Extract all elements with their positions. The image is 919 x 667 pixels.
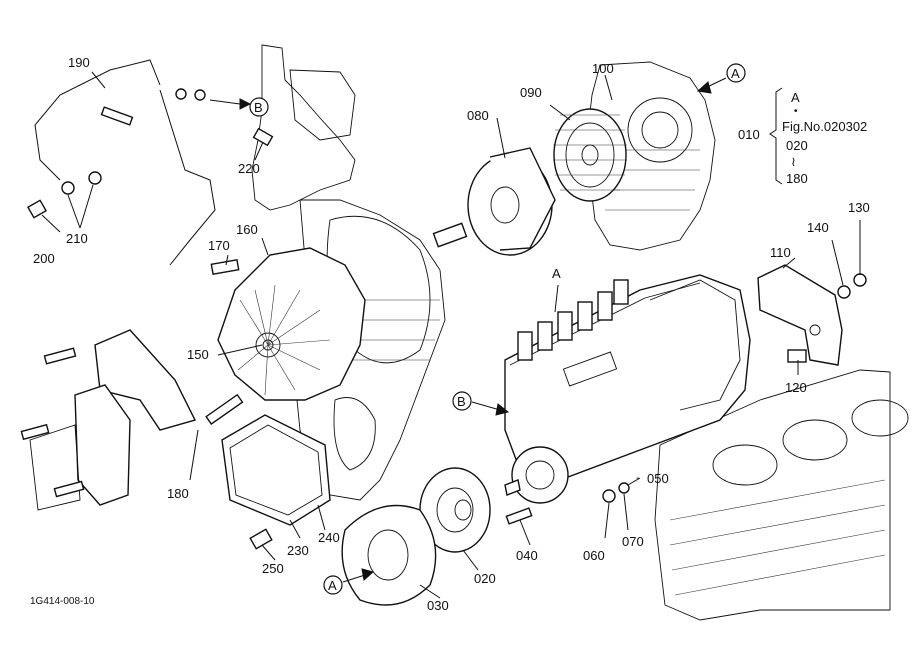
part-label-230: 230 [287,543,309,558]
ref-letter-a-pump: A [552,266,561,281]
legend-ref-code: 010 [738,127,760,142]
part-labels: 190 200 210 220 170 160 150 180 230 240 … [33,55,870,613]
part-label-100: 100 [592,61,614,76]
part-label-140: 140 [807,220,829,235]
legend-range-end: 180 [786,171,808,186]
ref-circle-b-top [249,97,269,117]
part-label-110: 110 [770,245,791,260]
part-label-150: 150 [187,347,209,362]
legend-letter: A [791,90,800,105]
legend-dot: • [794,106,798,117]
gear-cover [217,247,366,401]
delivery-valve-holders [517,279,629,361]
part-label-200: 200 [33,251,55,266]
part-label-080: 080 [467,108,489,123]
part-label-250: 250 [262,561,284,576]
part-label-060: 060 [583,548,605,563]
fuel-injection-pump [504,274,751,504]
part-label-050: 050 [647,471,669,486]
callout-legend: 010 A • Fig.No.020302 020 ≀ 180 [738,87,867,186]
part-label-130: 130 [848,200,870,215]
ref-letter-b-mid: B [457,394,466,409]
legend-range-symbol: ≀ [791,154,796,169]
part-label-220: 220 [238,161,260,176]
part-label-180: 180 [167,486,189,501]
ref-letter-a-top: A [731,66,740,81]
part-label-040: 040 [516,548,538,563]
engine-block-outline [654,369,909,621]
part-label-160: 160 [236,222,258,237]
ref-letter-b-top: B [254,100,263,115]
part-label-090: 090 [520,85,542,100]
part-label-020: 020 [474,571,496,586]
ref-letter-a-bottom: A [328,578,337,593]
ref-circle-a-bottom [323,575,343,595]
gasket-plate [341,504,437,606]
reference-markers: B A B A A [209,63,746,595]
part-label-070: 070 [622,534,644,549]
leader-lines [41,71,861,599]
ref-circle-b-mid [452,391,472,411]
bolts-and-fittings [20,88,867,550]
part-label-210: 210 [66,231,88,246]
part-label-190: 190 [68,55,90,70]
part-label-120: 120 [785,380,807,395]
legend-range-start: 020 [786,138,808,153]
part-label-050-dash: - [636,473,639,484]
inspection-cover [221,414,331,526]
stop-bracket [757,264,843,366]
idle-gear [467,147,556,256]
drawing-code: 1G414-008-10 [30,596,95,607]
part-label-170: 170 [208,238,230,253]
fuel-pipe [34,59,216,266]
injection-pump-gear [553,108,627,202]
part-label-030: 030 [427,598,449,613]
legend-fig-no: Fig.No.020302 [782,119,867,134]
part-label-240: 240 [318,530,340,545]
coupling-hub [419,467,491,553]
ref-circle-a-top [726,63,746,83]
left-brackets [29,329,197,511]
